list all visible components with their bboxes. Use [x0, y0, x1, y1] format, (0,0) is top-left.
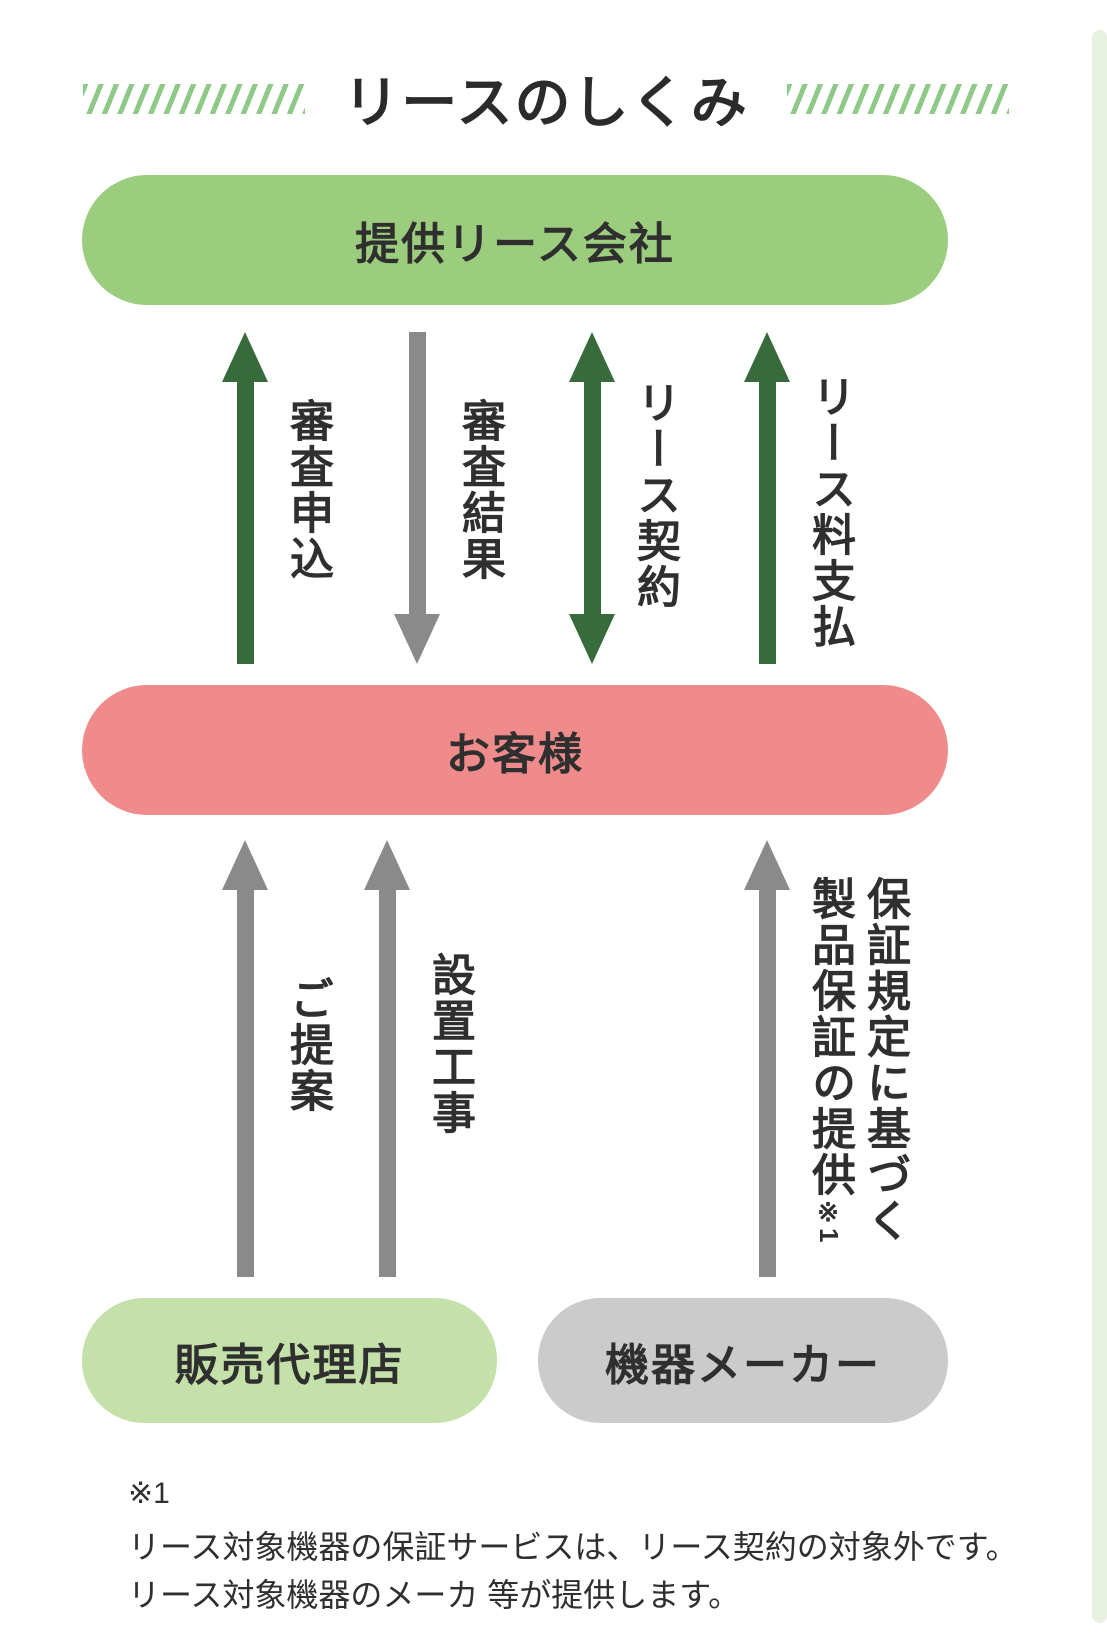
hatch-right-icon — [786, 83, 1009, 114]
flow-installation-work: 設置工事 — [364, 840, 477, 1277]
page-title: リースのしくみ — [343, 71, 749, 134]
flow-product-warranty: 保証規定に基づく 製品保証の提供※1 — [744, 840, 912, 1277]
flow-label: 審査結果 — [455, 398, 504, 582]
footnote-marker: ※1 — [128, 1477, 170, 1510]
arrow-up-icon — [744, 332, 790, 664]
box-sales-agent-label: 販売代理店 — [174, 1340, 405, 1390]
arrow-up-icon — [222, 332, 268, 664]
box-lease-company-label: 提供リース会社 — [355, 220, 675, 269]
flow-lease-contract: リース契約 — [569, 332, 682, 664]
flow-label: 設置工事 — [425, 952, 474, 1136]
flow-label: 保証規定に基づく 製品保証の提供※1 — [802, 840, 912, 1277]
flow-label: リース料支払 — [805, 374, 854, 650]
box-sales-agent: 販売代理店 — [82, 1298, 497, 1423]
flow-screening-result: 審査結果 — [394, 332, 507, 664]
right-edge-decoration — [1092, 30, 1107, 1623]
flow-lease-payment: リース料支払 — [744, 332, 857, 664]
upper-flow-section: 審査申込 審査結果 リース契約 リース料支払 — [0, 332, 1107, 664]
footnote-line: リース対象機器のメーカ 等が提供します。 — [128, 1576, 741, 1613]
arrow-up-icon — [744, 840, 790, 1277]
flow-label-line1: 保証規定に基づく — [860, 876, 909, 1244]
flow-screening-application: 審査申込 — [222, 332, 335, 664]
footnote-line: リース対象機器の保証サービスは、リース契約の対象外です。 — [128, 1529, 1018, 1566]
box-customer: お客様 — [82, 685, 948, 815]
footnote: ※1 リース対象機器の保証サービスは、リース契約の対象外です。 リース対象機器の… — [128, 1472, 1058, 1619]
hatch-left-icon — [83, 83, 306, 114]
flow-label: リース契約 — [630, 380, 679, 610]
arrow-up-icon — [364, 840, 410, 1277]
flow-label-line2: 製品保証の提供※1 — [805, 876, 854, 1243]
box-manufacturer: 機器メーカー — [538, 1298, 948, 1423]
lower-flow-section: ご提案 設置工事 保証規定に基づく 製品保証の提供※1 — [0, 840, 1107, 1277]
flow-label: 審査申込 — [283, 398, 332, 582]
flow-label: ご提案 — [283, 976, 332, 1114]
flow-proposal: ご提案 — [222, 840, 335, 1277]
box-manufacturer-label: 機器メーカー — [605, 1340, 881, 1390]
arrow-down-icon — [394, 332, 440, 664]
box-lease-company: 提供リース会社 — [82, 175, 948, 305]
footnote-reference: ※1 — [814, 1198, 844, 1243]
arrow-up-icon — [222, 840, 268, 1277]
title-row: リースのしくみ — [0, 58, 1092, 139]
box-customer-label: お客様 — [446, 730, 584, 779]
arrow-both-icon — [569, 332, 615, 664]
